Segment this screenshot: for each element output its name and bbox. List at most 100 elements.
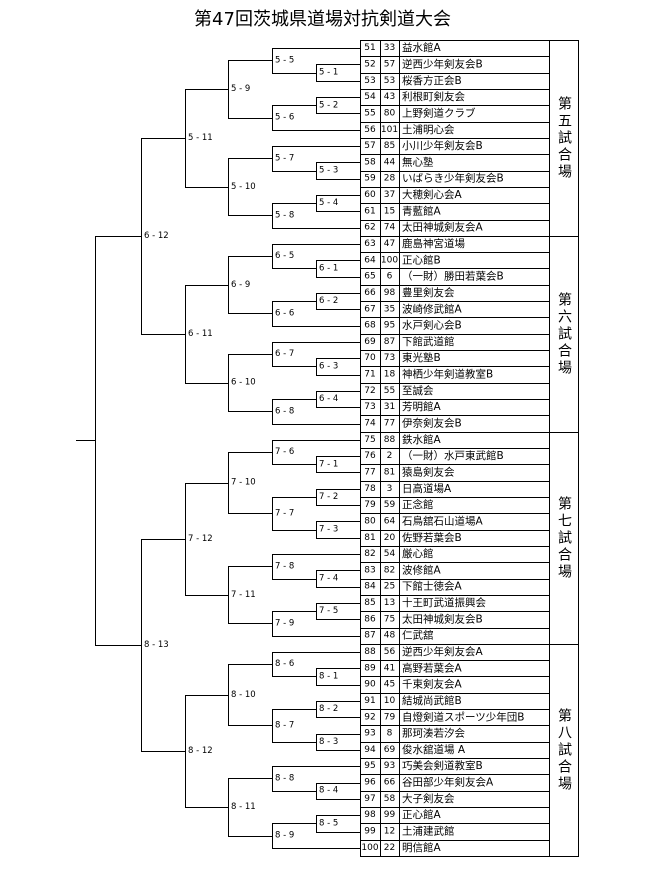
team-name: 鹿島神宮道場	[402, 237, 465, 250]
match-label: 5 - 4	[319, 198, 338, 208]
team-name: 佐野若葉会B	[402, 531, 462, 544]
match-number: 85	[364, 598, 375, 608]
team-name: 逆西少年剣友会A	[402, 645, 483, 658]
match-number: 89	[364, 663, 376, 673]
match-label: 7 - 11	[231, 590, 256, 600]
team-number: 79	[384, 712, 396, 722]
team-name: 無心塾	[402, 155, 434, 168]
match-number: 83	[364, 565, 375, 575]
match-label: 7 - 1	[319, 459, 338, 469]
match-label: 7 - 5	[319, 606, 338, 616]
team-name: 太田神城剣友会A	[402, 221, 483, 234]
team-number: 45	[384, 680, 395, 690]
team-number: 66	[384, 778, 396, 788]
match-label: 5 - 6	[275, 113, 294, 123]
team-number: 87	[384, 337, 395, 347]
match-number: 74	[364, 419, 376, 429]
match-label: 8 - 6	[275, 659, 294, 669]
team-number: 82	[384, 565, 395, 575]
team-name: 巧美会剣道教室B	[402, 759, 483, 772]
team-name: 日高道場A	[402, 482, 452, 495]
team-number: 74	[384, 223, 396, 233]
team-name: 自燈剣道スポーツ少年団B	[402, 710, 525, 723]
team-name: 正心館A	[402, 808, 441, 821]
match-label: 8 - 5	[319, 818, 338, 828]
team-name: 波修館A	[402, 563, 441, 576]
team-number: 98	[384, 288, 396, 298]
team-number: 100	[381, 255, 398, 265]
match-label: 5 - 11	[188, 133, 213, 143]
team-name: 神栖少年剣道教室B	[402, 368, 493, 381]
match-label: 5 - 9	[231, 84, 250, 94]
entry-row: 83 82 波修館A	[364, 563, 441, 576]
team-number: 20	[384, 533, 396, 543]
match-label: 8 - 9	[275, 831, 294, 841]
match-number: 95	[364, 761, 375, 771]
team-number: 13	[384, 598, 395, 608]
match-label: 8 - 13	[144, 640, 169, 650]
match-number: 61	[364, 206, 375, 216]
match-number: 66	[364, 288, 376, 298]
match-label: 7 - 7	[275, 508, 294, 518]
match-number: 98	[364, 810, 376, 820]
team-name: 谷田部少年剣友会A	[402, 776, 494, 789]
match-number: 94	[364, 745, 376, 755]
match-number: 86	[364, 614, 376, 624]
team-name: 豊里剣友会	[402, 286, 455, 299]
match-number: 84	[364, 582, 376, 592]
match-label: 7 - 4	[319, 574, 338, 584]
team-name: 土浦建武館	[402, 825, 455, 838]
match-number: 69	[364, 337, 376, 347]
court-label: 第八試合場	[556, 707, 572, 793]
match-number: 65	[364, 272, 375, 282]
match-label: 6 - 6	[275, 308, 294, 318]
team-number: 41	[384, 663, 395, 673]
team-number: 10	[384, 696, 396, 706]
team-number: 95	[384, 321, 395, 331]
team-number: 18	[384, 370, 396, 380]
team-number: 44	[384, 157, 396, 167]
team-number: 28	[384, 174, 396, 184]
match-label: 6 - 11	[188, 329, 213, 339]
match-number: 54	[364, 92, 376, 102]
team-name: いばらき少年剣友会B	[402, 172, 504, 185]
team-name: 青藍館A	[402, 204, 441, 217]
match-label: 6 - 8	[275, 406, 294, 416]
team-name: 小川少年剣友会B	[402, 139, 483, 152]
match-label: 5 - 3	[319, 166, 338, 176]
match-label: 6 - 5	[275, 251, 294, 261]
team-name: 上野剣道クラブ	[402, 106, 476, 119]
team-number: 55	[384, 386, 395, 396]
team-number: 8	[387, 729, 393, 739]
team-name: 石鳥舘石山道場A	[402, 514, 483, 527]
match-label: 8 - 1	[319, 671, 338, 681]
team-number: 56	[384, 647, 396, 657]
match-number: 70	[364, 353, 376, 363]
team-number: 12	[384, 827, 395, 837]
